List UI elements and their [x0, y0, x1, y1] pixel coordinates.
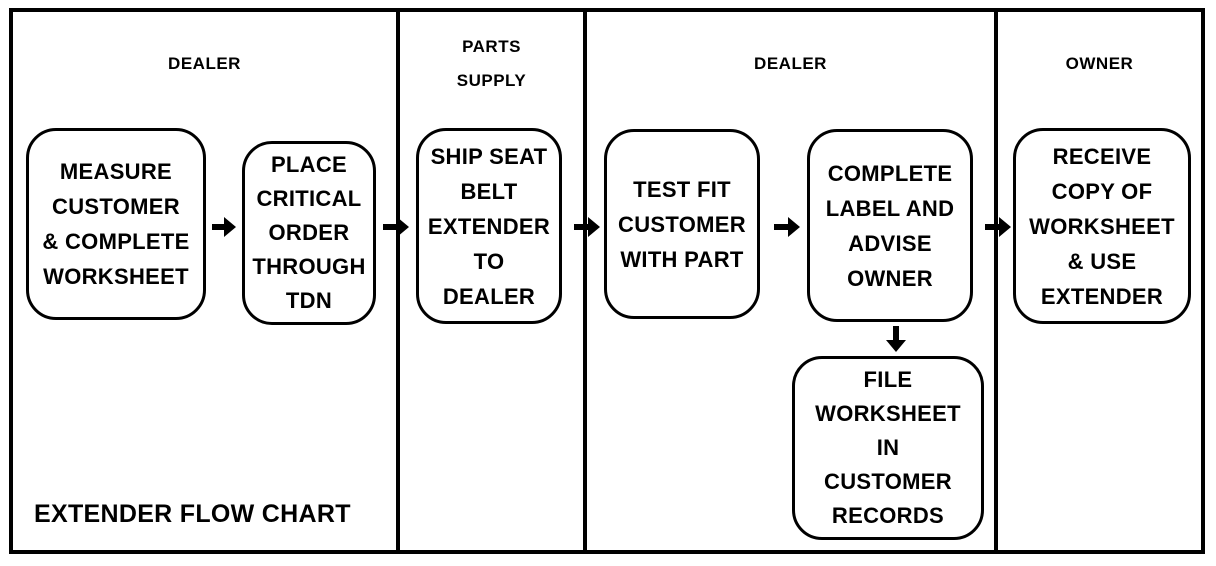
step-test-fit: TEST FIT CUSTOMER WITH PART [604, 129, 760, 319]
lane-title-owner: OWNER [1065, 54, 1134, 73]
arrow-down-icon [883, 324, 909, 354]
lane-title-dealer: DEALER [168, 54, 241, 73]
arrow-right-icon [381, 214, 411, 240]
arrow-right-icon [983, 214, 1013, 240]
arrow-right-icon [772, 214, 802, 240]
arrow-right-icon [572, 214, 602, 240]
arrow-right-icon [210, 214, 238, 240]
lane-divider [994, 8, 998, 554]
step-receive-copy: RECEIVE COPY OF WORKSHEET & USE EXTENDER [1013, 128, 1191, 324]
lane-divider [583, 8, 587, 554]
flow-chart-caption: EXTENDER FLOW CHART [34, 500, 351, 528]
lane-title-dealer-2: DEALER [754, 54, 827, 73]
diagram-frame [9, 8, 1205, 554]
step-ship-extender: SHIP SEAT BELT EXTENDER TO DEALER [416, 128, 562, 324]
lane-title-parts-supply: PARTS SUPPLY [456, 37, 527, 90]
step-measure-customer: MEASURE CUSTOMER & COMPLETE WORKSHEET [26, 128, 206, 320]
step-file-worksheet: FILE WORKSHEET IN CUSTOMER RECORDS [792, 356, 984, 540]
step-complete-label: COMPLETE LABEL AND ADVISE OWNER [807, 129, 973, 322]
step-place-order: PLACE CRITICAL ORDER THROUGH TDN [242, 141, 376, 325]
lane-divider [396, 8, 400, 554]
